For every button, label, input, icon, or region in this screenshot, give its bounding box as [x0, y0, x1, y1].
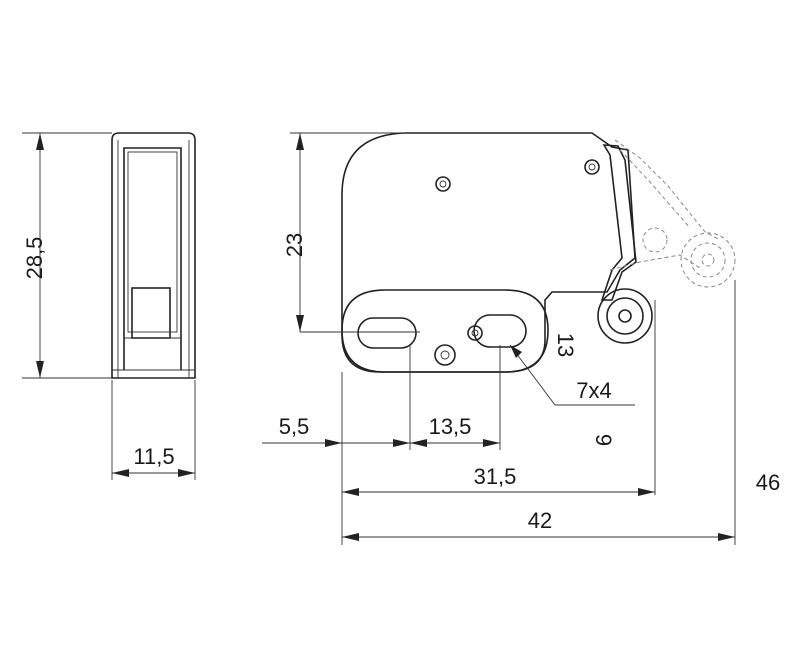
dim-label-side-height: 28,5 [22, 237, 47, 280]
dimension-total-height: 46 [756, 470, 780, 495]
side-view [111, 132, 196, 379]
dim-label-mid-width: 31,5 [474, 464, 517, 489]
dim-label-slot-vertical: 13 [553, 333, 578, 357]
dim-label-side-width: 11,5 [133, 444, 174, 469]
side-view-outline [111, 132, 196, 379]
front-view-housing [341, 132, 636, 373]
dimension-side-height: 28,5 [22, 132, 112, 379]
dimension-side-width: 11,5 [111, 380, 196, 480]
dim-label-slot-size: 7x4 [576, 378, 611, 403]
screw-plate [467, 325, 483, 341]
dim-label-roller-offset: 9 [591, 434, 616, 446]
mounting-slot-left [357, 317, 417, 349]
dimension-roller-offset: 9 [591, 300, 656, 495]
dimension-mid-width: 31,5 [342, 464, 655, 496]
dim-label-offset-left: 5,5 [279, 414, 310, 439]
dimension-total-width: 42 [342, 280, 736, 545]
dim-label-total-height: 46 [756, 470, 780, 495]
side-view-latch-block [131, 287, 171, 339]
callout-slot-size: 7x4 [509, 344, 635, 406]
dimension-slot-vertical: 13 [553, 333, 578, 357]
dim-label-upper-height: 23 [282, 233, 307, 257]
dimension-slot-offsets: 5,5 13,5 [262, 345, 501, 545]
front-view [300, 132, 736, 373]
side-view-inner-frame [123, 147, 182, 370]
side-view-channel [127, 151, 178, 333]
mounting-plate [341, 289, 549, 373]
screw-lower [434, 344, 456, 366]
lever-alt-position [609, 139, 721, 271]
lever-arm [600, 144, 637, 301]
dimension-upper-height: 23 [282, 132, 405, 332]
screw-upper [435, 176, 451, 192]
roller [597, 288, 653, 344]
dim-label-total-width: 42 [528, 508, 552, 533]
pivot-pin [584, 159, 600, 175]
roller-alt-position [680, 232, 736, 288]
dim-label-slot-pitch: 13,5 [429, 414, 472, 439]
